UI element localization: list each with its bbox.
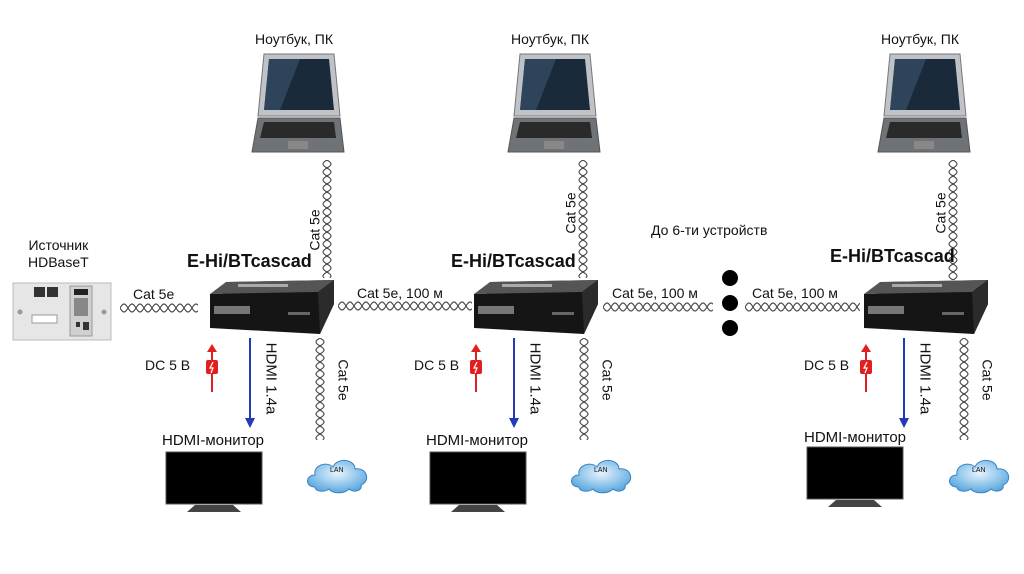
laptop-label: Ноутбук, ПК [511, 31, 589, 47]
extender-group-1: Ноутбук, ПК Cat 5e E-Hi/BTcascad DC 5 В … [0, 0, 420, 574]
hdbaset-extender-device [210, 280, 334, 334]
ellipsis-dot [722, 295, 738, 311]
extender-group-3: Ноутбук, ПК Cat 5e E-Hi/BTcascad DC 5 В … [654, 0, 1024, 574]
hdbaset-extender-device [474, 280, 598, 334]
link-label-1: Cat 5e, 100 м [357, 285, 443, 301]
uplink-cable-label: Cat 5e [562, 192, 579, 234]
source-label-line1: Источник [28, 237, 89, 253]
lan-label: LAN [594, 467, 608, 474]
link-cable-2 [603, 302, 713, 312]
cable-strand [959, 338, 969, 440]
power-adapter-icon [470, 360, 482, 374]
device-name: E-Hi/BTcascad [187, 251, 312, 271]
power-adapter-icon [206, 360, 218, 374]
hdmi-label: HDMI 1.4a [916, 342, 934, 415]
hdbaset-source-panel [12, 282, 112, 341]
source-twisted-pair-cable [120, 303, 198, 313]
uplink-cable [948, 160, 958, 280]
laptop-icon [251, 53, 345, 153]
lan-cloud-icon [307, 460, 368, 494]
lan-cable [579, 338, 589, 440]
cable-strand [315, 338, 325, 440]
source-label: Источник HDBaseT [28, 237, 89, 271]
power-label: DC 5 В [145, 357, 191, 373]
power-arrow-up [860, 344, 872, 392]
cable-strand [603, 302, 713, 312]
cable-strand [959, 338, 969, 440]
cable-strand [745, 302, 860, 312]
monitor-label: HDMI-монитор [804, 429, 907, 446]
monitor-icon [429, 451, 527, 512]
laptop-label: Ноутбук, ПК [255, 31, 333, 47]
cable-strand [322, 160, 332, 278]
power-adapter-icon [860, 360, 872, 374]
power-label: DC 5 В [804, 357, 850, 373]
device-name: E-Hi/BTcascad [830, 246, 955, 266]
cable-strand [948, 160, 958, 280]
extender-group-2: Ноутбук, ПК Cat 5e E-Hi/BTcascad DC 5 В … [264, 0, 684, 574]
cable-strand [338, 301, 472, 311]
source-cable-label: Cat 5e [133, 286, 175, 302]
laptop-icon [877, 53, 971, 153]
lan-cable [959, 338, 969, 440]
power-arrow-up [470, 344, 482, 392]
ellipsis-dot [722, 270, 738, 286]
chain-note: До 6-ти устройств [651, 222, 768, 238]
lan-cable-label: Cat 5e [979, 359, 996, 401]
power-arrow-up [206, 344, 218, 392]
cable-strand [338, 301, 472, 311]
uplink-cable-label: Cat 5e [932, 192, 949, 234]
lan-cable-label: Cat 5e [599, 359, 616, 401]
laptop-label: Ноутбук, ПК [881, 31, 959, 47]
hdbaset-extender-device [864, 280, 988, 334]
ellipsis-dot [722, 320, 738, 336]
cable-strand [603, 302, 713, 312]
hdmi-arrow-down [509, 338, 519, 428]
monitor-label: HDMI-монитор [162, 432, 265, 449]
source-label-line2: HDBaseT [28, 254, 89, 270]
uplink-cable [578, 160, 588, 278]
monitor-icon [806, 446, 904, 507]
laptop-icon [507, 53, 601, 153]
lan-cloud-icon [949, 460, 1010, 494]
lan-cable [315, 338, 325, 440]
cable-strand [578, 160, 588, 278]
cable-strand [120, 303, 198, 313]
hdmi-arrow-down [899, 338, 909, 428]
cable-strand [948, 160, 958, 280]
device-name: E-Hi/BTcascad [451, 251, 576, 271]
lan-label: LAN [972, 467, 986, 474]
cable-strand [579, 338, 589, 440]
cable-strand [315, 338, 325, 440]
uplink-cable [322, 160, 332, 278]
hdmi-arrow-down [245, 338, 255, 428]
link-cable-3 [745, 302, 860, 312]
lan-cloud-icon [571, 460, 632, 494]
monitor-icon [165, 451, 263, 512]
cable-strand [579, 338, 589, 440]
link-label-3: Cat 5e, 100 м [752, 285, 838, 301]
link-label-2: Cat 5e, 100 м [612, 285, 698, 301]
link-cable-1 [338, 301, 472, 311]
hdmi-label: HDMI 1.4a [526, 342, 544, 415]
monitor-label: HDMI-монитор [426, 432, 529, 449]
cable-strand [322, 160, 332, 278]
power-label: DC 5 В [414, 357, 460, 373]
cable-strand [120, 303, 198, 313]
lan-label: LAN [330, 467, 344, 474]
cable-strand [578, 160, 588, 278]
